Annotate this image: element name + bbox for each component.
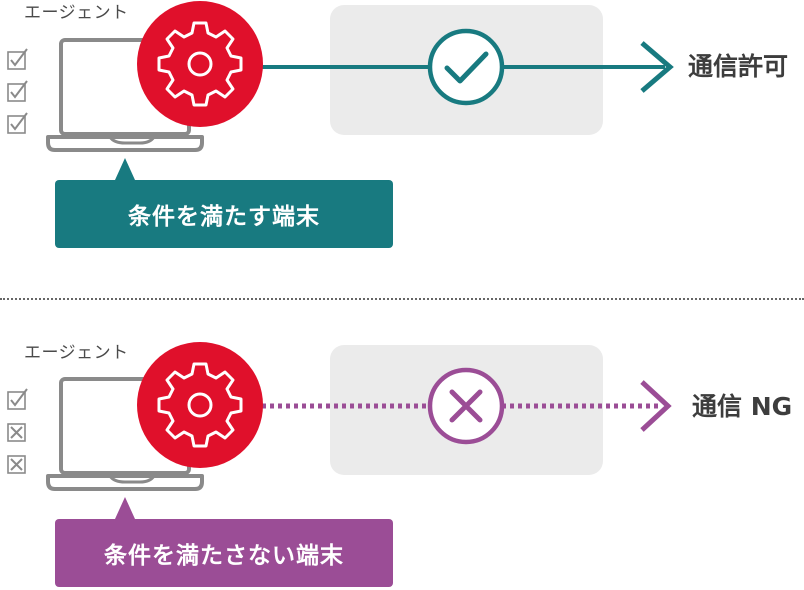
agent-gear-icon (137, 1, 263, 127)
checkbox-crossed-icon (7, 455, 26, 474)
agent-label: エージェント (24, 343, 129, 363)
check-circle-icon (427, 28, 505, 106)
x-circle-icon (427, 367, 505, 445)
allowed-diagram (7, 1, 674, 152)
checkbox-checked-icon (7, 80, 28, 102)
result-label-allowed: 通信許可 (688, 52, 789, 81)
checklist (7, 388, 28, 474)
callout-compliant-device: 条件を満たす端末 (55, 158, 393, 248)
denied-diagram (7, 342, 672, 491)
checkbox-checked-icon (7, 112, 28, 134)
checkbox-checked-icon (7, 48, 28, 70)
checklist (7, 48, 28, 134)
checkbox-crossed-icon (7, 423, 26, 442)
agent-label: エージェント (24, 3, 129, 23)
callout-noncompliant-device: 条件を満たさない端末 (55, 497, 393, 587)
arrow-head-icon (640, 41, 674, 93)
result-label-denied: 通信 NG (692, 392, 793, 421)
section-divider (0, 298, 804, 300)
agent-gear-icon (137, 342, 263, 468)
checkbox-checked-icon (7, 388, 28, 410)
arrow-head-icon (640, 380, 672, 432)
